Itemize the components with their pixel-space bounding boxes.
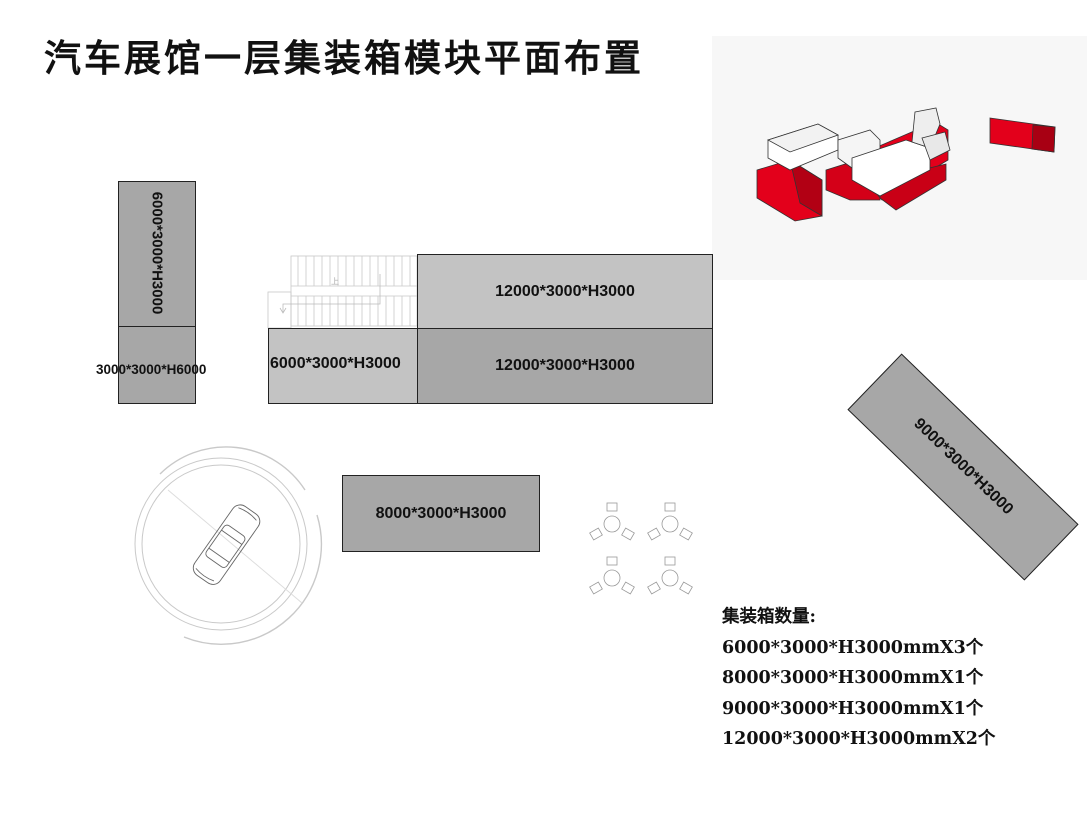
- legend-line: 9000*3000*H3000mmX1个: [722, 698, 984, 719]
- legend-line: 12000*3000*H3000mmX2个: [722, 729, 996, 749]
- module-3000-label: 3000*3000*H6000: [96, 362, 207, 377]
- module-6000-vertical-label: 6000*3000*H3000: [148, 191, 166, 315]
- stair-up-mark: 上: [331, 277, 339, 286]
- staircase: [267, 255, 418, 329]
- module-3000: [118, 326, 196, 404]
- car-icon: [192, 504, 261, 585]
- legend-line: 6000*3000*H3000mmX3个: [722, 637, 984, 658]
- page-title: 汽车展馆一层集装箱模块平面布置: [44, 37, 644, 80]
- module-8000: 8000*3000*H3000: [342, 475, 540, 552]
- turntable: [134, 446, 323, 645]
- container-3d-model: [756, 107, 1056, 222]
- module-12000-top: 12000*3000*H3000: [417, 254, 713, 330]
- module-6000-left-label: 6000*3000*H3000: [270, 355, 401, 372]
- table-chair-set: [589, 502, 693, 595]
- module-6000-vertical: [118, 181, 196, 327]
- legend-heading: 集装箱数量:: [722, 607, 816, 627]
- container-count-legend: 集装箱数量: 6000*3000*H3000mmX3个 8000*3000*H3…: [722, 602, 995, 755]
- module-6000-left: [268, 328, 418, 404]
- module-12000-bottom: 12000*3000*H3000: [417, 328, 713, 404]
- legend-line: 8000*3000*H3000mmX1个: [722, 668, 984, 688]
